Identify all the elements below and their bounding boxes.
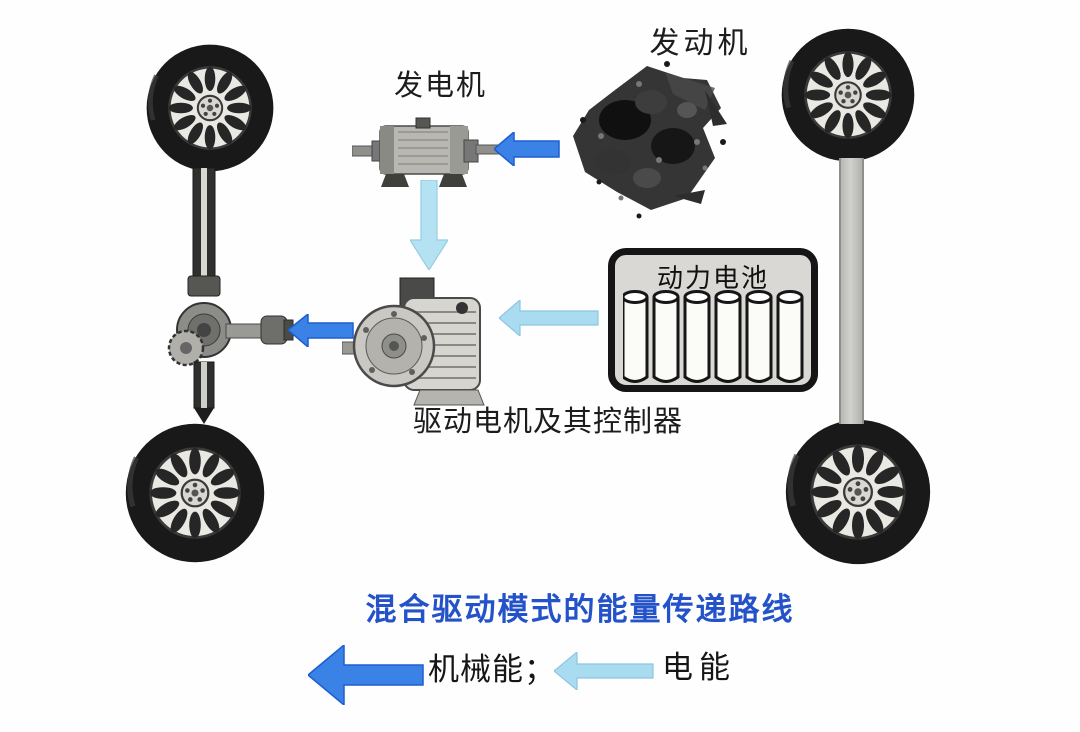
generator-label: 发电机 bbox=[393, 70, 487, 102]
arrow-engine-to-generator bbox=[494, 132, 560, 166]
generator-illustration bbox=[352, 117, 502, 187]
wheel-rear-left bbox=[124, 420, 266, 566]
drive-motor-label: 驱动电机及其控制器 bbox=[412, 406, 683, 438]
wheel-front-right bbox=[775, 27, 921, 163]
wheel-front-left bbox=[145, 42, 275, 174]
engine-label: 发动机 bbox=[649, 27, 752, 60]
legend-electric-arrow-icon bbox=[554, 652, 654, 690]
arrow-battery-to-motor bbox=[499, 300, 599, 336]
left-driveshaft-and-differential bbox=[167, 167, 294, 424]
battery-pack: 动力电池 bbox=[608, 248, 818, 392]
engine-illustration bbox=[573, 61, 727, 219]
wheel-rear-right bbox=[782, 418, 934, 566]
arrow-generator-to-motor bbox=[410, 180, 448, 270]
battery-cells bbox=[623, 290, 804, 383]
drive-motor-illustration bbox=[342, 277, 485, 406]
battery-label: 动力电池 bbox=[656, 264, 769, 293]
arrow-motor-to-differential bbox=[288, 314, 354, 347]
legend-mechanical-label: 机械能； bbox=[428, 652, 556, 687]
right-axle-bar bbox=[839, 158, 864, 424]
diagram-title: 混合驱动模式的能量传递路线 bbox=[365, 592, 795, 627]
legend-electric-label: 电能 bbox=[662, 650, 736, 685]
legend-mechanical-arrow-icon bbox=[308, 645, 424, 705]
